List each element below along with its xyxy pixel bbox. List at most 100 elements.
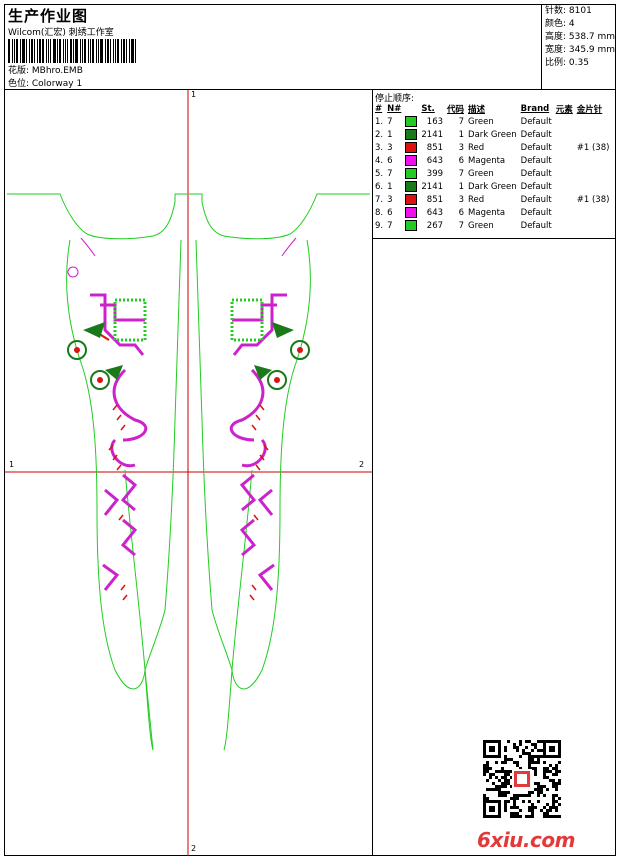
qr-module bbox=[504, 806, 507, 809]
barcode-bar bbox=[75, 39, 78, 63]
qr-module bbox=[537, 758, 540, 761]
qr-module bbox=[537, 740, 540, 743]
qr-module bbox=[483, 767, 486, 770]
qr-module bbox=[546, 815, 549, 818]
qr-module bbox=[555, 764, 558, 767]
cell-needle: 1 bbox=[387, 181, 393, 192]
qr-module bbox=[528, 752, 531, 755]
qr-module bbox=[534, 788, 537, 791]
stats-box: 针数: 8101 颜色: 4 高度: 538.7 mm 宽度: 345.9 mm… bbox=[541, 5, 616, 89]
col-swatch bbox=[403, 102, 419, 115]
qr-module bbox=[516, 749, 519, 752]
axis-label-right: 2 bbox=[359, 460, 365, 469]
qr-module bbox=[522, 800, 525, 803]
qr-module bbox=[525, 752, 528, 755]
qr-module bbox=[516, 797, 519, 800]
qr-module bbox=[558, 782, 561, 785]
qr-module bbox=[519, 743, 522, 746]
cell-stitches: 643 bbox=[426, 207, 444, 218]
axis-label-left: 1 bbox=[9, 460, 15, 469]
barcode-bar bbox=[92, 39, 94, 63]
qr-module bbox=[555, 815, 558, 818]
qr-module bbox=[531, 758, 534, 761]
qr-module bbox=[531, 743, 534, 746]
cell-code: 7 bbox=[458, 116, 465, 127]
barcode-bar bbox=[48, 39, 49, 63]
color-swatch bbox=[405, 194, 418, 205]
col-sequin: 金片针 bbox=[576, 104, 603, 115]
qr-module bbox=[555, 785, 558, 788]
qr-module bbox=[486, 761, 489, 764]
cell-sequin: #1 (38) bbox=[576, 194, 610, 205]
axis-label-top: 1 bbox=[191, 90, 197, 99]
qr-module bbox=[534, 773, 537, 776]
qr-module bbox=[510, 776, 513, 779]
qr-module bbox=[486, 770, 489, 773]
qr-module bbox=[540, 788, 543, 791]
qr-module bbox=[555, 794, 558, 797]
qr-module bbox=[546, 776, 549, 779]
qr-module bbox=[540, 791, 543, 794]
qr-module bbox=[492, 782, 495, 785]
qr-module bbox=[534, 761, 537, 764]
qr-module bbox=[537, 785, 540, 788]
qr-module bbox=[510, 797, 513, 800]
cell-swatch bbox=[403, 154, 419, 167]
embroidery-drawing bbox=[5, 90, 372, 856]
qr-module bbox=[513, 794, 516, 797]
qr-module bbox=[522, 794, 525, 797]
col-code: 代码 bbox=[447, 104, 465, 115]
barcode-bar bbox=[135, 39, 136, 63]
qr-module bbox=[555, 788, 558, 791]
barcode-bar bbox=[29, 39, 30, 63]
cell-num: 6. bbox=[375, 181, 384, 192]
qr-module bbox=[531, 749, 534, 752]
cell-stitches: 851 bbox=[426, 142, 444, 153]
cell-sequin: #1 (38) bbox=[576, 142, 610, 153]
qr-module bbox=[537, 749, 540, 752]
cell-num: 7. bbox=[375, 194, 384, 205]
cell-sequin bbox=[575, 219, 612, 232]
cell-code: 7 bbox=[458, 168, 465, 179]
cell-swatch bbox=[403, 115, 419, 128]
cell-needle: 1 bbox=[387, 129, 393, 140]
table-divider bbox=[373, 238, 615, 239]
qr-module bbox=[489, 767, 492, 770]
qr-module bbox=[525, 794, 528, 797]
qr-module bbox=[504, 776, 507, 779]
qr-module bbox=[516, 746, 519, 749]
qr-module bbox=[552, 785, 555, 788]
cell-element bbox=[554, 141, 575, 154]
qr-module bbox=[528, 755, 531, 758]
qr-module bbox=[540, 749, 543, 752]
color-swatch bbox=[405, 220, 418, 231]
qr-module bbox=[513, 812, 516, 815]
col-desc: 描述 bbox=[468, 104, 486, 115]
barcode-bar bbox=[22, 39, 25, 63]
qr-module bbox=[498, 788, 501, 791]
qr-module bbox=[552, 797, 555, 800]
barcode-bar bbox=[129, 39, 130, 63]
qr-module bbox=[519, 740, 522, 743]
qr-module bbox=[543, 770, 546, 773]
qr-module bbox=[558, 803, 561, 806]
cell-desc: Dark Green bbox=[468, 129, 517, 140]
qr-module bbox=[534, 806, 537, 809]
qr-module bbox=[498, 794, 501, 797]
barcode-bar bbox=[96, 39, 97, 63]
qr-module bbox=[537, 788, 540, 791]
cell-num: 5. bbox=[375, 168, 384, 179]
qr-module bbox=[546, 788, 549, 791]
cell-swatch bbox=[403, 193, 419, 206]
qr-module bbox=[513, 746, 516, 749]
qr-module bbox=[507, 800, 510, 803]
barcode-bar bbox=[107, 39, 109, 63]
cell-needle: 6 bbox=[387, 155, 393, 166]
cell-stitches: 399 bbox=[426, 168, 444, 179]
axis-label-bottom: 2 bbox=[191, 844, 197, 853]
sheet-subtitle: Wilcom(汇宏) 刺绣工作室 bbox=[8, 28, 114, 38]
cell-desc: Green bbox=[468, 168, 494, 179]
